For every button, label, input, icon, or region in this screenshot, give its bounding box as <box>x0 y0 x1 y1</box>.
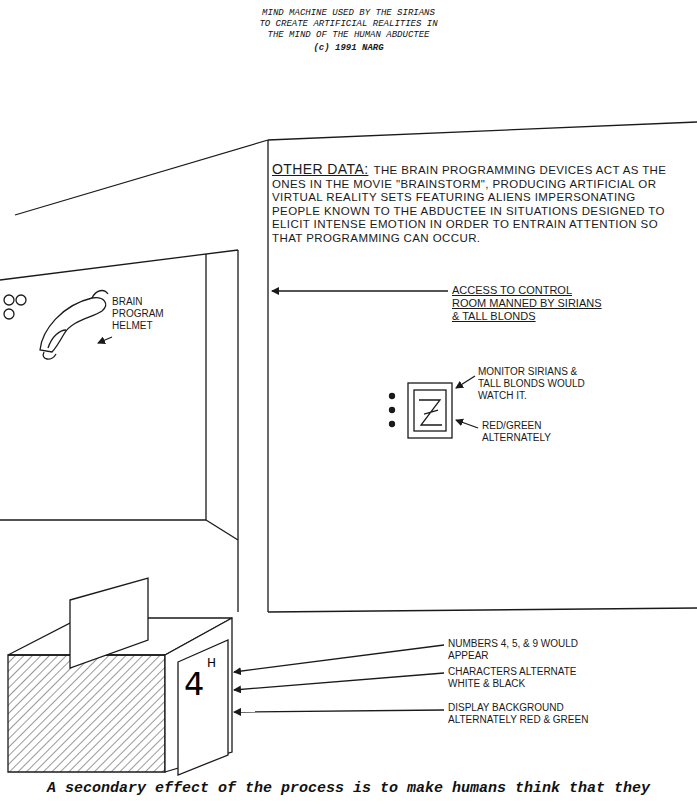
note-block: OTHER DATA:THE BRAIN PROGRAMMING DEVICES… <box>272 163 687 245</box>
helmet-label: BRAIN PROGRAM HELMET <box>112 296 172 332</box>
display-numbers-label: NUMBERS 4, 5, & 9 WOULD APPEAR <box>448 638 598 662</box>
leader-arrow <box>272 290 448 291</box>
monitor-label: MONITOR SIRIANS & TALL BLONDS WOULD WATC… <box>478 366 590 402</box>
display-background-label: DISPLAY BACKGROUND ALTERNATELY RED & GRE… <box>448 702 618 726</box>
page-caption: A secondary effect of the process is to … <box>0 780 697 798</box>
door-label: ACCESS TO CONTROL ROOM MANNED BY SIRIANS… <box>452 284 602 323</box>
page-title: MIND MACHINE USED BY THE SIRIANS TO CREA… <box>258 8 439 41</box>
display-glyph: H <box>207 656 216 670</box>
display-glyph: 4 <box>184 666 204 702</box>
display-characters-label: CHARACTERS ALTERNATE WHITE & BLACK <box>448 666 608 690</box>
copyright-note: (c) 1991 NARG <box>0 43 697 53</box>
monitor-color-label: RED/GREEN ALTERNATELY <box>482 420 572 444</box>
note-heading: OTHER DATA: <box>272 161 368 177</box>
